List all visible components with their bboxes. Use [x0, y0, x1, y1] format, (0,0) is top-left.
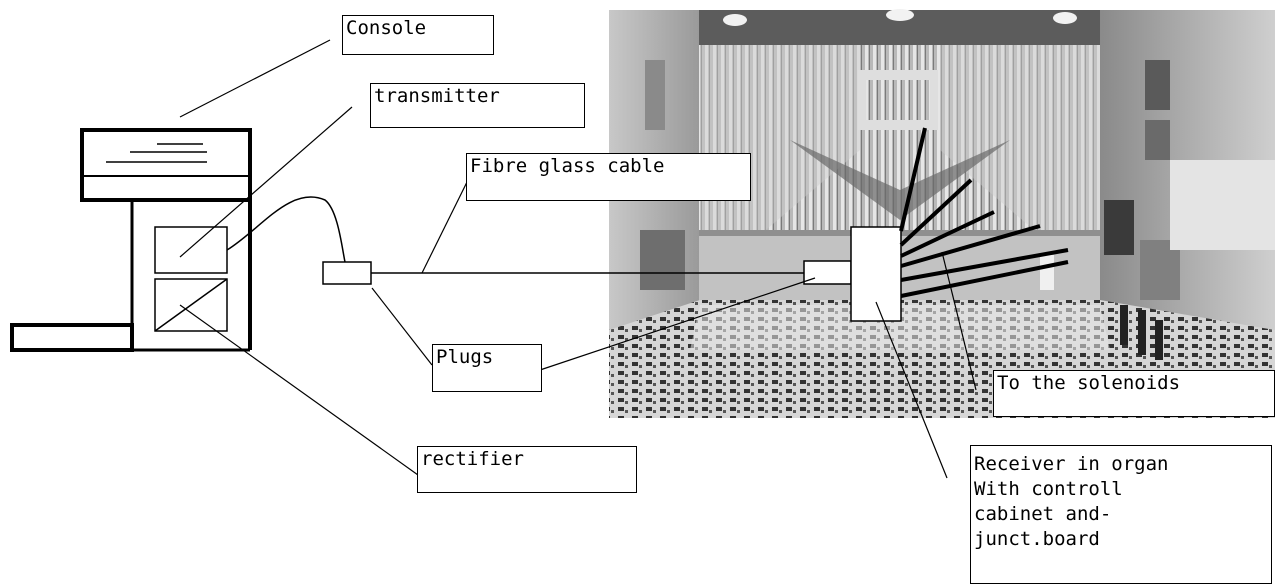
console-pedal-board	[12, 325, 132, 350]
solenoids-label: To the solenoids	[993, 370, 1275, 417]
plugs-label: Plugs	[432, 344, 542, 392]
transmitter-box	[155, 227, 227, 273]
receiver-box	[851, 227, 901, 321]
console-label: Console	[342, 15, 494, 55]
plug-right	[804, 261, 851, 284]
organ-hall-photo	[609, 9, 1275, 418]
rectifier-label: rectifier	[417, 446, 637, 493]
console-diagram	[12, 130, 250, 350]
console-desk	[82, 130, 250, 200]
transmitter-lead	[227, 197, 345, 262]
transmitter-label: transmitter	[370, 83, 585, 128]
receiver-label: Receiver in organ With controll cabinet …	[970, 445, 1272, 584]
plug-left	[323, 262, 371, 284]
fibre-glass-cable-label: Fibre glass cable	[466, 153, 751, 201]
